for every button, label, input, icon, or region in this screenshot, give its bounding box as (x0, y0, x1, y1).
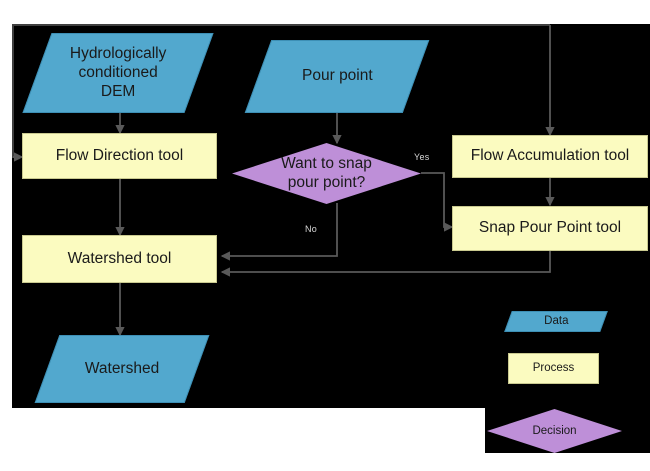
node-label: Pour point (301, 67, 373, 85)
frame-left-line (12, 24, 14, 158)
node-pour-point[interactable]: Pour point (244, 40, 430, 113)
edge-decision-no-to-watershedtool (220, 203, 338, 261)
node-flow-accumulation-tool[interactable]: Flow Accumulation tool (452, 135, 648, 178)
legend-label: Decision (532, 424, 577, 437)
frame-top-line (12, 24, 550, 26)
edge-label-no: No (305, 224, 318, 234)
legend-item-data: Data (504, 311, 608, 332)
node-hydrologically-conditioned-dem[interactable]: Hydrologically conditioned DEM (22, 33, 214, 113)
node-label: Flow Direction tool (55, 146, 184, 164)
edge-snap-to-watershedtool (220, 251, 551, 277)
node-label: Snap Pour Point tool (478, 219, 622, 237)
legend-label: Data (543, 315, 569, 328)
node-watershed-tool[interactable]: Watershed tool (22, 235, 217, 283)
node-snap-pour-point-tool[interactable]: Snap Pour Point tool (452, 206, 648, 251)
node-label: Want to snap pour point? (281, 154, 372, 191)
node-label: Watershed tool (67, 249, 172, 267)
edge-decision-yes-to-snap (421, 172, 454, 232)
legend-item-process: Process (508, 353, 599, 384)
node-watershed[interactable]: Watershed (34, 335, 210, 403)
node-label: Hydrologically conditioned DEM (69, 44, 167, 100)
node-label: Watershed (84, 359, 160, 377)
node-flow-direction-tool[interactable]: Flow Direction tool (22, 133, 217, 179)
node-label: Flow Accumulation tool (470, 147, 630, 165)
edge-label-yes: Yes (414, 152, 430, 162)
legend-label: Process (532, 362, 575, 375)
